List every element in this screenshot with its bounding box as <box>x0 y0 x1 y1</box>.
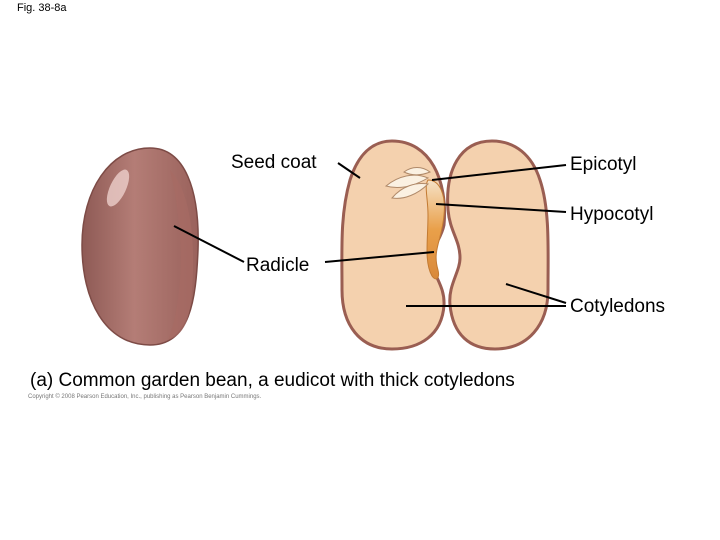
figure-id: Fig. 38-8a <box>17 2 67 14</box>
whole-bean <box>81 147 199 346</box>
radicle-leader <box>324 251 435 263</box>
hypocotyl-leader <box>435 203 567 213</box>
leader-lines <box>173 162 567 307</box>
radicle-label: Radicle <box>246 255 310 276</box>
epicotyl-leader <box>431 164 567 181</box>
seed-coat-leader <box>337 162 361 179</box>
left-cotyledon <box>340 139 447 351</box>
hypocotyl-label: Hypocotyl <box>570 204 654 225</box>
copyright-notice: Copyright © 2008 Pearson Education, Inc.… <box>28 394 262 400</box>
right-cotyledon <box>446 139 550 351</box>
seed-coat-label: Seed coat <box>231 152 317 173</box>
figure-caption: (a) Common garden bean, a eudicot with t… <box>30 370 515 391</box>
radicle-bean-leader <box>173 225 245 263</box>
cotyledons-leader-right <box>505 283 567 304</box>
epicotyl-label: Epicotyl <box>570 154 637 175</box>
cotyledons-label: Cotyledons <box>570 296 666 317</box>
